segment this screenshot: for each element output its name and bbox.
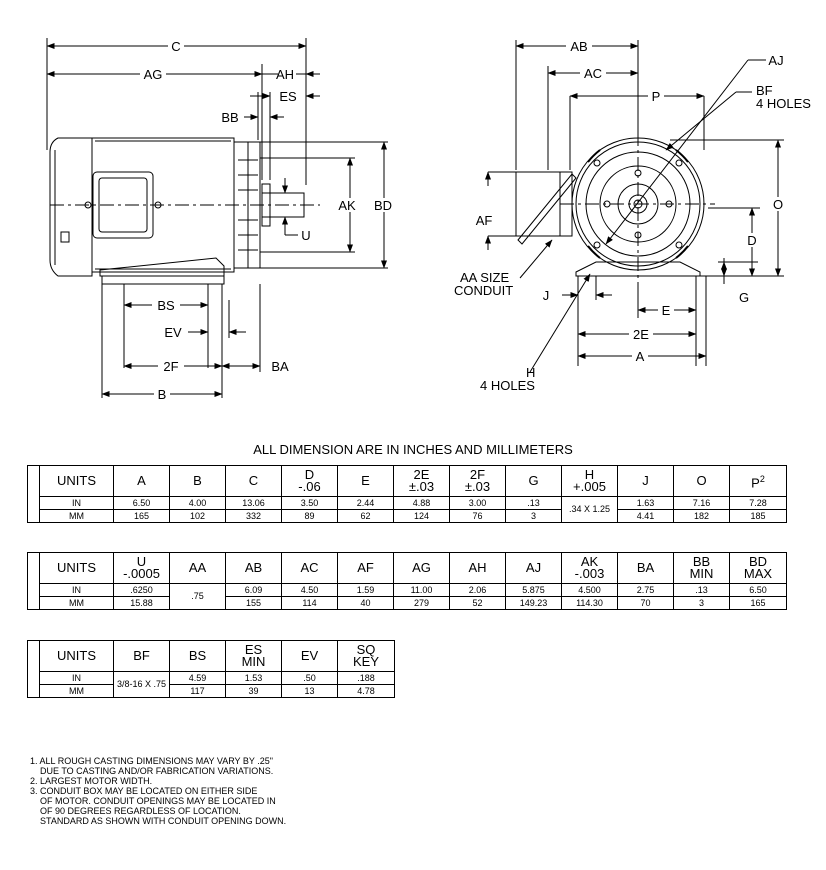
table-row-in: IN 6.50 4.00 13.06 3.50 2.44 4.88 3.00 .… (28, 496, 787, 523)
table-stub (27, 465, 40, 523)
header-p: P2 (729, 465, 787, 497)
header-c: C (225, 465, 282, 497)
header-bf: BF (113, 640, 170, 672)
motor-end-face (515, 132, 715, 282)
table-stub (27, 640, 40, 698)
motor-body (49, 137, 320, 285)
header-g: G (505, 465, 562, 497)
header-aa: AA (169, 552, 226, 584)
header-bs: BS (169, 640, 226, 672)
note-line: OF MOTOR. CONDUIT OPENINGS MAY BE LOCATE… (30, 796, 276, 806)
dim-label-ag: AG (144, 67, 163, 82)
header-ah: AH (449, 552, 506, 584)
header-aj: AJ (505, 552, 562, 584)
table-row-mm: MM 165 102 332 89 62 124 76 3 4.41 182 1… (28, 509, 787, 523)
dim-label-ac: AC (584, 66, 602, 81)
dim-label-es: ES (279, 89, 297, 104)
header-b: B (169, 465, 226, 497)
end-view-labels: AB AC AJ P BF 4 HOLES O AF D AA SIZE CON… (454, 39, 811, 393)
dimensions-table-1: UNITS A B C D-.06 E 2E±.03 2F±.03 G H+.0… (27, 465, 787, 523)
table-stub (27, 552, 40, 610)
dim-label-bb: BB (221, 110, 238, 125)
header-d: D-.06 (281, 465, 338, 497)
header-j: J (617, 465, 674, 497)
dim-label-2f: 2F (163, 359, 178, 374)
note-line: 1. ALL ROUGH CASTING DIMENSIONS MAY VARY… (30, 756, 273, 766)
dim-label-bf: BF (756, 83, 773, 98)
table-row-in: IN .6250 .75 6.09 4.50 1.59 11.00 2.06 5… (28, 583, 787, 610)
end-view (485, 40, 784, 373)
table-row-mm: MM 117 39 13 4.78 (28, 684, 395, 698)
dim-label-bs: BS (157, 298, 175, 313)
dimensions-table-2: UNITS U-.0005 AA AB AC AF AG AH AJ AK-.0… (27, 552, 787, 610)
header-ag: AG (393, 552, 450, 584)
header-af: AF (337, 552, 394, 584)
header-2f: 2F±.03 (449, 465, 506, 497)
dim-label-aj: AJ (768, 53, 783, 68)
dim-label-g: G (739, 290, 749, 305)
note-line: STANDARD AS SHOWN WITH CONDUIT OPENING D… (30, 816, 287, 826)
dim-label-o: O (773, 197, 783, 212)
side-view (46, 38, 388, 398)
dim-label-b: B (158, 387, 167, 402)
header-units: UNITS (39, 552, 114, 584)
dim-label-af: AF (476, 213, 493, 228)
dim-label-ab: AB (570, 39, 587, 54)
header-units: UNITS (39, 640, 114, 672)
side-view-labels: C AG AH ES BB U AK BD BS EV 2F BA B (140, 39, 398, 402)
header-a: A (113, 465, 170, 497)
dim-label-a: A (636, 349, 645, 364)
dimensions-title: ALL DIMENSION ARE IN INCHES AND MILLIMET… (253, 442, 573, 457)
dim-label-bd: BD (374, 198, 392, 213)
header-ac: AC (281, 552, 338, 584)
dim-label-ah: AH (276, 67, 294, 82)
dim-label-d: D (747, 233, 756, 248)
dim-label-p: P (652, 89, 661, 104)
dim-label-e: E (662, 303, 671, 318)
header-ab: AB (225, 552, 282, 584)
header-ev: EV (281, 640, 338, 672)
header-units: UNITS (39, 465, 114, 497)
dim-label-c: C (171, 39, 180, 54)
header-ba: BA (617, 552, 674, 584)
table-row-mm: MM 15.88 155 114 40 279 52 149.23 114.30… (28, 596, 787, 610)
header-e: E (337, 465, 394, 497)
note-line: OF 90 DEGREES REGARDLESS OF LOCATION. (30, 806, 241, 816)
dim-label-h: H (526, 365, 535, 380)
header-h: H+.005 (561, 465, 618, 497)
dim-label-ak: AK (338, 198, 356, 213)
header-ak: AK-.003 (561, 552, 618, 584)
header-o: O (673, 465, 730, 497)
dim-label-ev: EV (164, 325, 182, 340)
dim-label-aa-conduit: CONDUIT (454, 283, 513, 298)
motor-dimension-drawing: C AG AH ES BB U AK BD BS EV 2F BA B (46, 38, 811, 402)
header-2e: 2E±.03 (393, 465, 450, 497)
dim-label-h-holes: 4 HOLES (480, 378, 535, 393)
dim-label-aa-size: AA SIZE (460, 270, 509, 285)
dim-label-u: U (301, 228, 310, 243)
header-u: U-.0005 (113, 552, 170, 584)
dim-label-j: J (543, 288, 550, 303)
dim-label-ba: BA (271, 359, 289, 374)
note-line: 2. LARGEST MOTOR WIDTH. (30, 776, 153, 786)
dim-label-bf-holes: 4 HOLES (756, 96, 811, 111)
note-line: 3. CONDUIT BOX MAY BE LOCATED ON EITHER … (30, 786, 258, 796)
dim-label-2e: 2E (633, 327, 649, 342)
notes: 1. ALL ROUGH CASTING DIMENSIONS MAY VARY… (30, 756, 286, 826)
note-line: DUE TO CASTING AND/OR FABRICATION VARIAT… (30, 766, 274, 776)
table-row-in: IN 3/8-16 X .75 4.59 1.53 .50 .188 (28, 671, 395, 698)
